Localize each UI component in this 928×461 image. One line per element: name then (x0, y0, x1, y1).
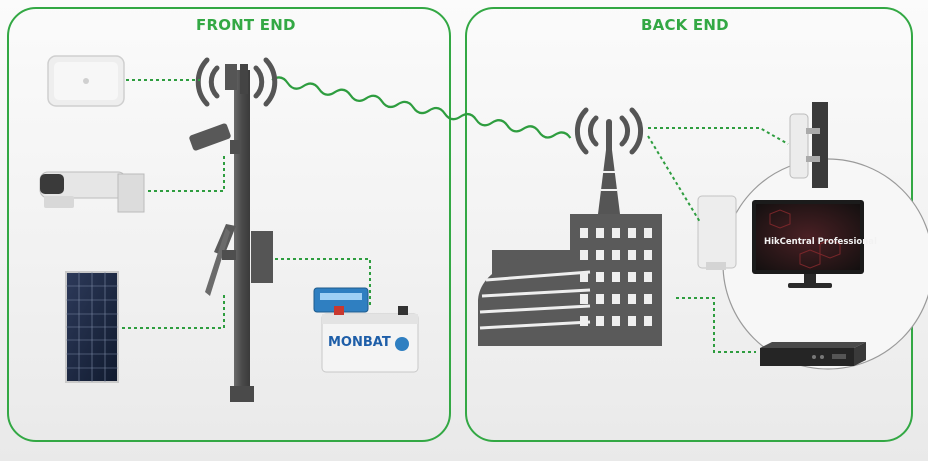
solar-panel-icon (65, 271, 119, 383)
sector-antenna (789, 102, 828, 188)
front-end-title: FRONT END (196, 16, 296, 34)
building (478, 150, 662, 346)
nvr-recorder-icon (760, 342, 866, 366)
pole-solar-panel (205, 224, 236, 296)
wireless-signal-icon (195, 57, 278, 107)
building-signal-icon (574, 107, 644, 155)
monitor-icon: HikCentral Professional (752, 200, 877, 288)
cpe-antenna (47, 55, 125, 107)
battery-brand: MONBAT (328, 335, 391, 350)
monitor-text: HikCentral Professional (764, 237, 877, 247)
control-cabinet (251, 231, 273, 283)
battery-icon: MONBAT (321, 306, 419, 373)
wall-access-point (697, 195, 737, 270)
bullet-camera (39, 171, 145, 213)
front-end-panel (7, 7, 451, 442)
cctv-camera-icon (189, 123, 240, 154)
wireless-link (271, 76, 572, 139)
back-end-title: BACK END (641, 16, 729, 34)
